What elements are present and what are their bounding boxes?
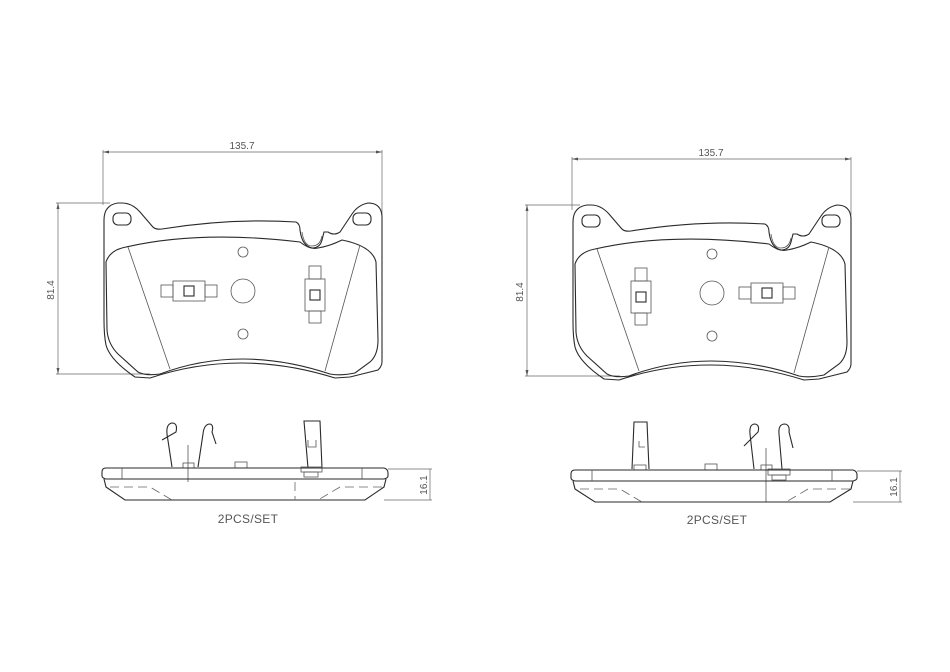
right-ear-hole-right (821, 214, 841, 228)
right-ear-hole-left (581, 214, 601, 228)
right-height-label: 81.4 (515, 282, 526, 302)
left-pad-front-view: 135.7 81.4 (46, 141, 383, 379)
svg-text:16.1: 16.1 (419, 475, 430, 495)
left-friction-material (105, 236, 379, 376)
right-small-hole-top (706, 248, 718, 260)
right-pad-side-view: 16.1 2PCS/SET (570, 421, 902, 527)
left-pad-side-view: 16.1 2PCS/SET (101, 420, 432, 526)
right-spring-2 (778, 423, 794, 470)
left-clip-vertical (304, 265, 326, 324)
right-side-plate (570, 469, 858, 482)
right-width-dimension: 135.7 (571, 148, 852, 215)
left-chamfer-right (324, 244, 361, 372)
right-set-label: 2PCS/SET (687, 513, 748, 527)
left-ear-hole-right (352, 212, 372, 226)
right-height-dimension: 81.4 (515, 204, 620, 377)
left-ear-hole-left (112, 212, 132, 226)
left-small-hole-top (237, 246, 249, 258)
right-thickness-dimension: 16.1 (853, 470, 902, 503)
left-chamfer-left (127, 246, 171, 370)
left-spring-1 (161, 422, 178, 468)
left-height-dimension: 81.4 (46, 202, 150, 375)
left-backing-plate (103, 202, 383, 379)
left-notch (301, 231, 323, 247)
svg-text:16.1: 16.1 (889, 477, 900, 497)
left-width-dimension: 135.7 (102, 141, 383, 215)
right-clip-vertical (630, 267, 652, 326)
right-center-hole (699, 280, 725, 306)
left-thickness-dimension: 16.1 (384, 468, 432, 501)
right-tab (631, 421, 650, 470)
left-side-friction (103, 478, 387, 501)
right-friction-material (574, 238, 848, 378)
right-chamfer-left (596, 248, 640, 372)
left-clip-horizontal (160, 280, 218, 302)
right-side-friction (572, 480, 854, 503)
right-chamfer-right (793, 246, 830, 374)
left-side-plate (101, 467, 389, 480)
right-backing-plate (572, 204, 852, 381)
right-small-hole-bottom (706, 330, 718, 342)
left-height-label: 81.4 (46, 280, 57, 300)
left-center-hole (230, 278, 256, 304)
right-clip-horizontal (738, 282, 796, 304)
right-pad-front-view: 135.7 81.4 (515, 148, 852, 381)
left-set-label: 2PCS/SET (218, 512, 279, 526)
left-width-label: 135.7 (229, 141, 254, 152)
left-spring-2 (197, 423, 217, 468)
left-tab (303, 420, 323, 469)
right-width-label: 135.7 (698, 148, 723, 159)
right-spring-1 (743, 423, 760, 470)
left-small-hole-bottom (237, 328, 249, 340)
right-notch (770, 233, 792, 249)
